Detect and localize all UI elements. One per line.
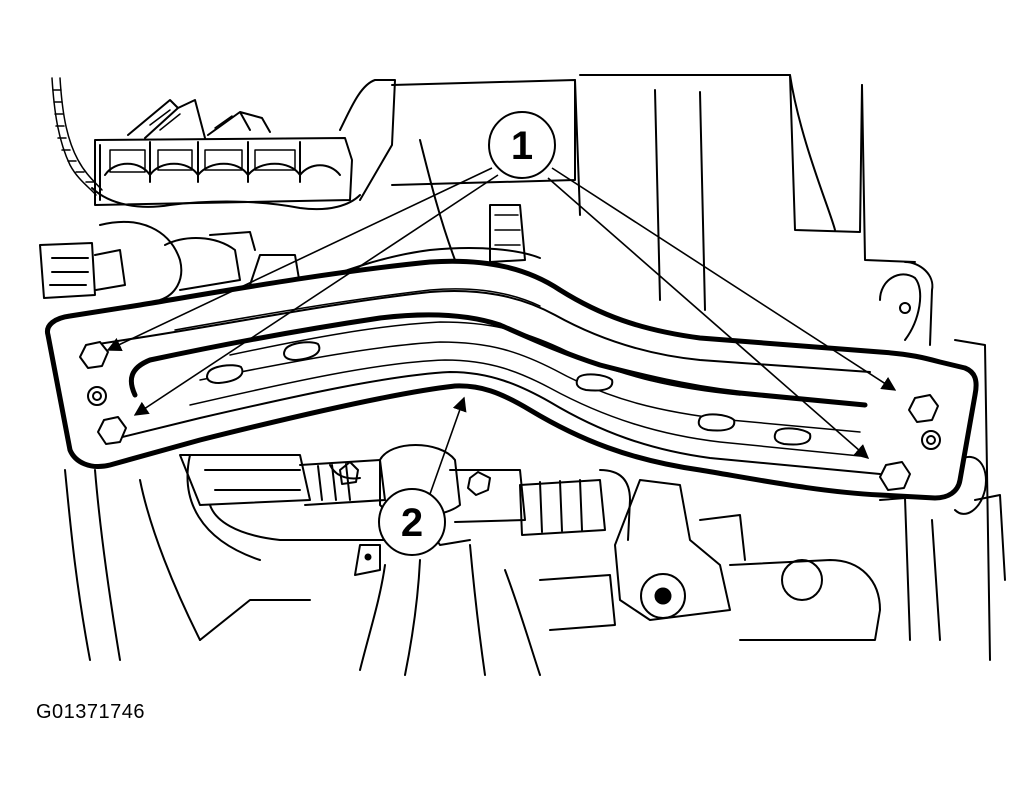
bolt-lower-left xyxy=(97,416,127,445)
callout-1: 1 xyxy=(488,111,556,179)
callout-2: 2 xyxy=(378,488,446,556)
callout-2-label: 2 xyxy=(401,501,423,545)
bolt-upper-right xyxy=(908,394,939,423)
background-engine-components xyxy=(39,74,1006,676)
washer-right xyxy=(921,430,941,450)
wiring-harness-ticks xyxy=(52,89,95,183)
crossmember xyxy=(44,258,979,501)
washer-left xyxy=(87,386,107,406)
callout-1-label: 1 xyxy=(511,124,533,168)
callout-2-leader xyxy=(429,396,467,495)
bolt-lower-right xyxy=(879,461,911,491)
bolt-upper-left xyxy=(79,341,109,369)
figure-id-label: G01371746 xyxy=(36,701,146,723)
callout-1-leaders xyxy=(106,167,897,459)
